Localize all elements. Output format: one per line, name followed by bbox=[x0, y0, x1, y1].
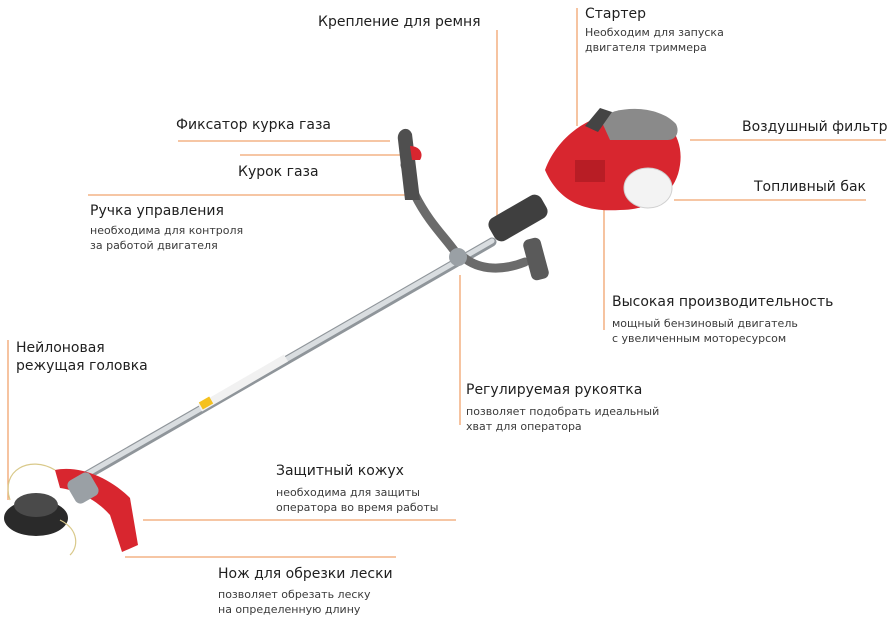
desc-starter-line-1: Необходим для запуска bbox=[585, 26, 724, 39]
label-guard: Защитный кожух bbox=[276, 463, 404, 479]
desc-control-handle: необходима для контроля за работой двига… bbox=[90, 223, 243, 253]
handlebar-right bbox=[457, 251, 530, 273]
label-control-handle: Ручка управления bbox=[90, 203, 224, 219]
desc-starter-line-2: двигателя триммера bbox=[585, 41, 707, 54]
label-belt-mount: Крепление для ремня bbox=[318, 14, 481, 30]
fuel-tank-part bbox=[623, 167, 673, 209]
desc-control-handle-line-1: необходима для контроля bbox=[90, 224, 244, 237]
gearbox bbox=[67, 472, 99, 504]
label-adjustable-handle: Регулируемая рукоятка bbox=[466, 382, 643, 398]
engine-fins bbox=[575, 160, 605, 182]
starter-handle bbox=[585, 108, 612, 132]
desc-line-knife-line-1: позволяет обрезать леску bbox=[218, 588, 371, 601]
label-air-filter: Воздушный фильтр bbox=[742, 119, 888, 135]
desc-adjustable-handle-line-2: хват для оператора bbox=[466, 420, 582, 433]
guard-part bbox=[55, 468, 138, 552]
desc-control-handle-line-2: за работой двигателя bbox=[90, 239, 218, 252]
desc-guard-line-2: оператора во время работы bbox=[276, 501, 439, 514]
handle-clamp bbox=[449, 248, 467, 266]
desc-starter: Необходим для запуска двигателя триммера bbox=[585, 25, 724, 55]
trimmer-illustration bbox=[4, 108, 681, 556]
label-throttle-trigger: Курок газа bbox=[238, 164, 319, 180]
desc-performance-line-2: с увеличенным моторесурсом bbox=[612, 332, 787, 345]
label-line-knife: Нож для обрезки лески bbox=[218, 566, 393, 582]
shaft-sticker-yellow bbox=[198, 396, 214, 410]
desc-adjustable-handle-line-1: позволяет подобрать идеальный bbox=[466, 405, 660, 418]
shaft-highlight bbox=[79, 238, 495, 480]
throttle-trigger-part bbox=[410, 146, 422, 160]
cutting-head-top bbox=[14, 493, 58, 517]
engine-coupling bbox=[488, 194, 548, 242]
control-handle-grip bbox=[397, 128, 420, 200]
desc-adjustable-handle: позволяет подобрать идеальный хват для о… bbox=[466, 404, 659, 434]
label-fuel-tank: Топливный бак bbox=[754, 179, 866, 195]
shaft-sticker bbox=[197, 354, 289, 412]
label-throttle-lock: Фиксатор курка газа bbox=[176, 117, 332, 133]
label-performance: Высокая производительность bbox=[612, 294, 834, 310]
nylon-line-right bbox=[59, 519, 77, 556]
desc-line-knife: позволяет обрезать леску на определенную… bbox=[218, 587, 371, 617]
label-starter: Стартер bbox=[585, 6, 647, 22]
engine-top bbox=[600, 108, 678, 140]
nylon-line-left bbox=[7, 463, 56, 501]
label-nylon-head-line-2: режущая головка bbox=[16, 358, 148, 374]
leader-lines bbox=[7, 8, 886, 558]
desc-guard-line-1: необходима для защиты bbox=[276, 486, 420, 499]
desc-performance: мощный бензиновый двигатель с увеличенны… bbox=[612, 316, 798, 346]
desc-guard: необходима для защиты оператора во время… bbox=[276, 485, 438, 515]
desc-line-knife-line-2: на определенную длину bbox=[218, 603, 361, 616]
right-grip bbox=[523, 237, 549, 281]
label-nylon-head-line-1: Нейлоновая bbox=[16, 340, 105, 356]
desc-performance-line-1: мощный бензиновый двигатель bbox=[612, 317, 798, 330]
